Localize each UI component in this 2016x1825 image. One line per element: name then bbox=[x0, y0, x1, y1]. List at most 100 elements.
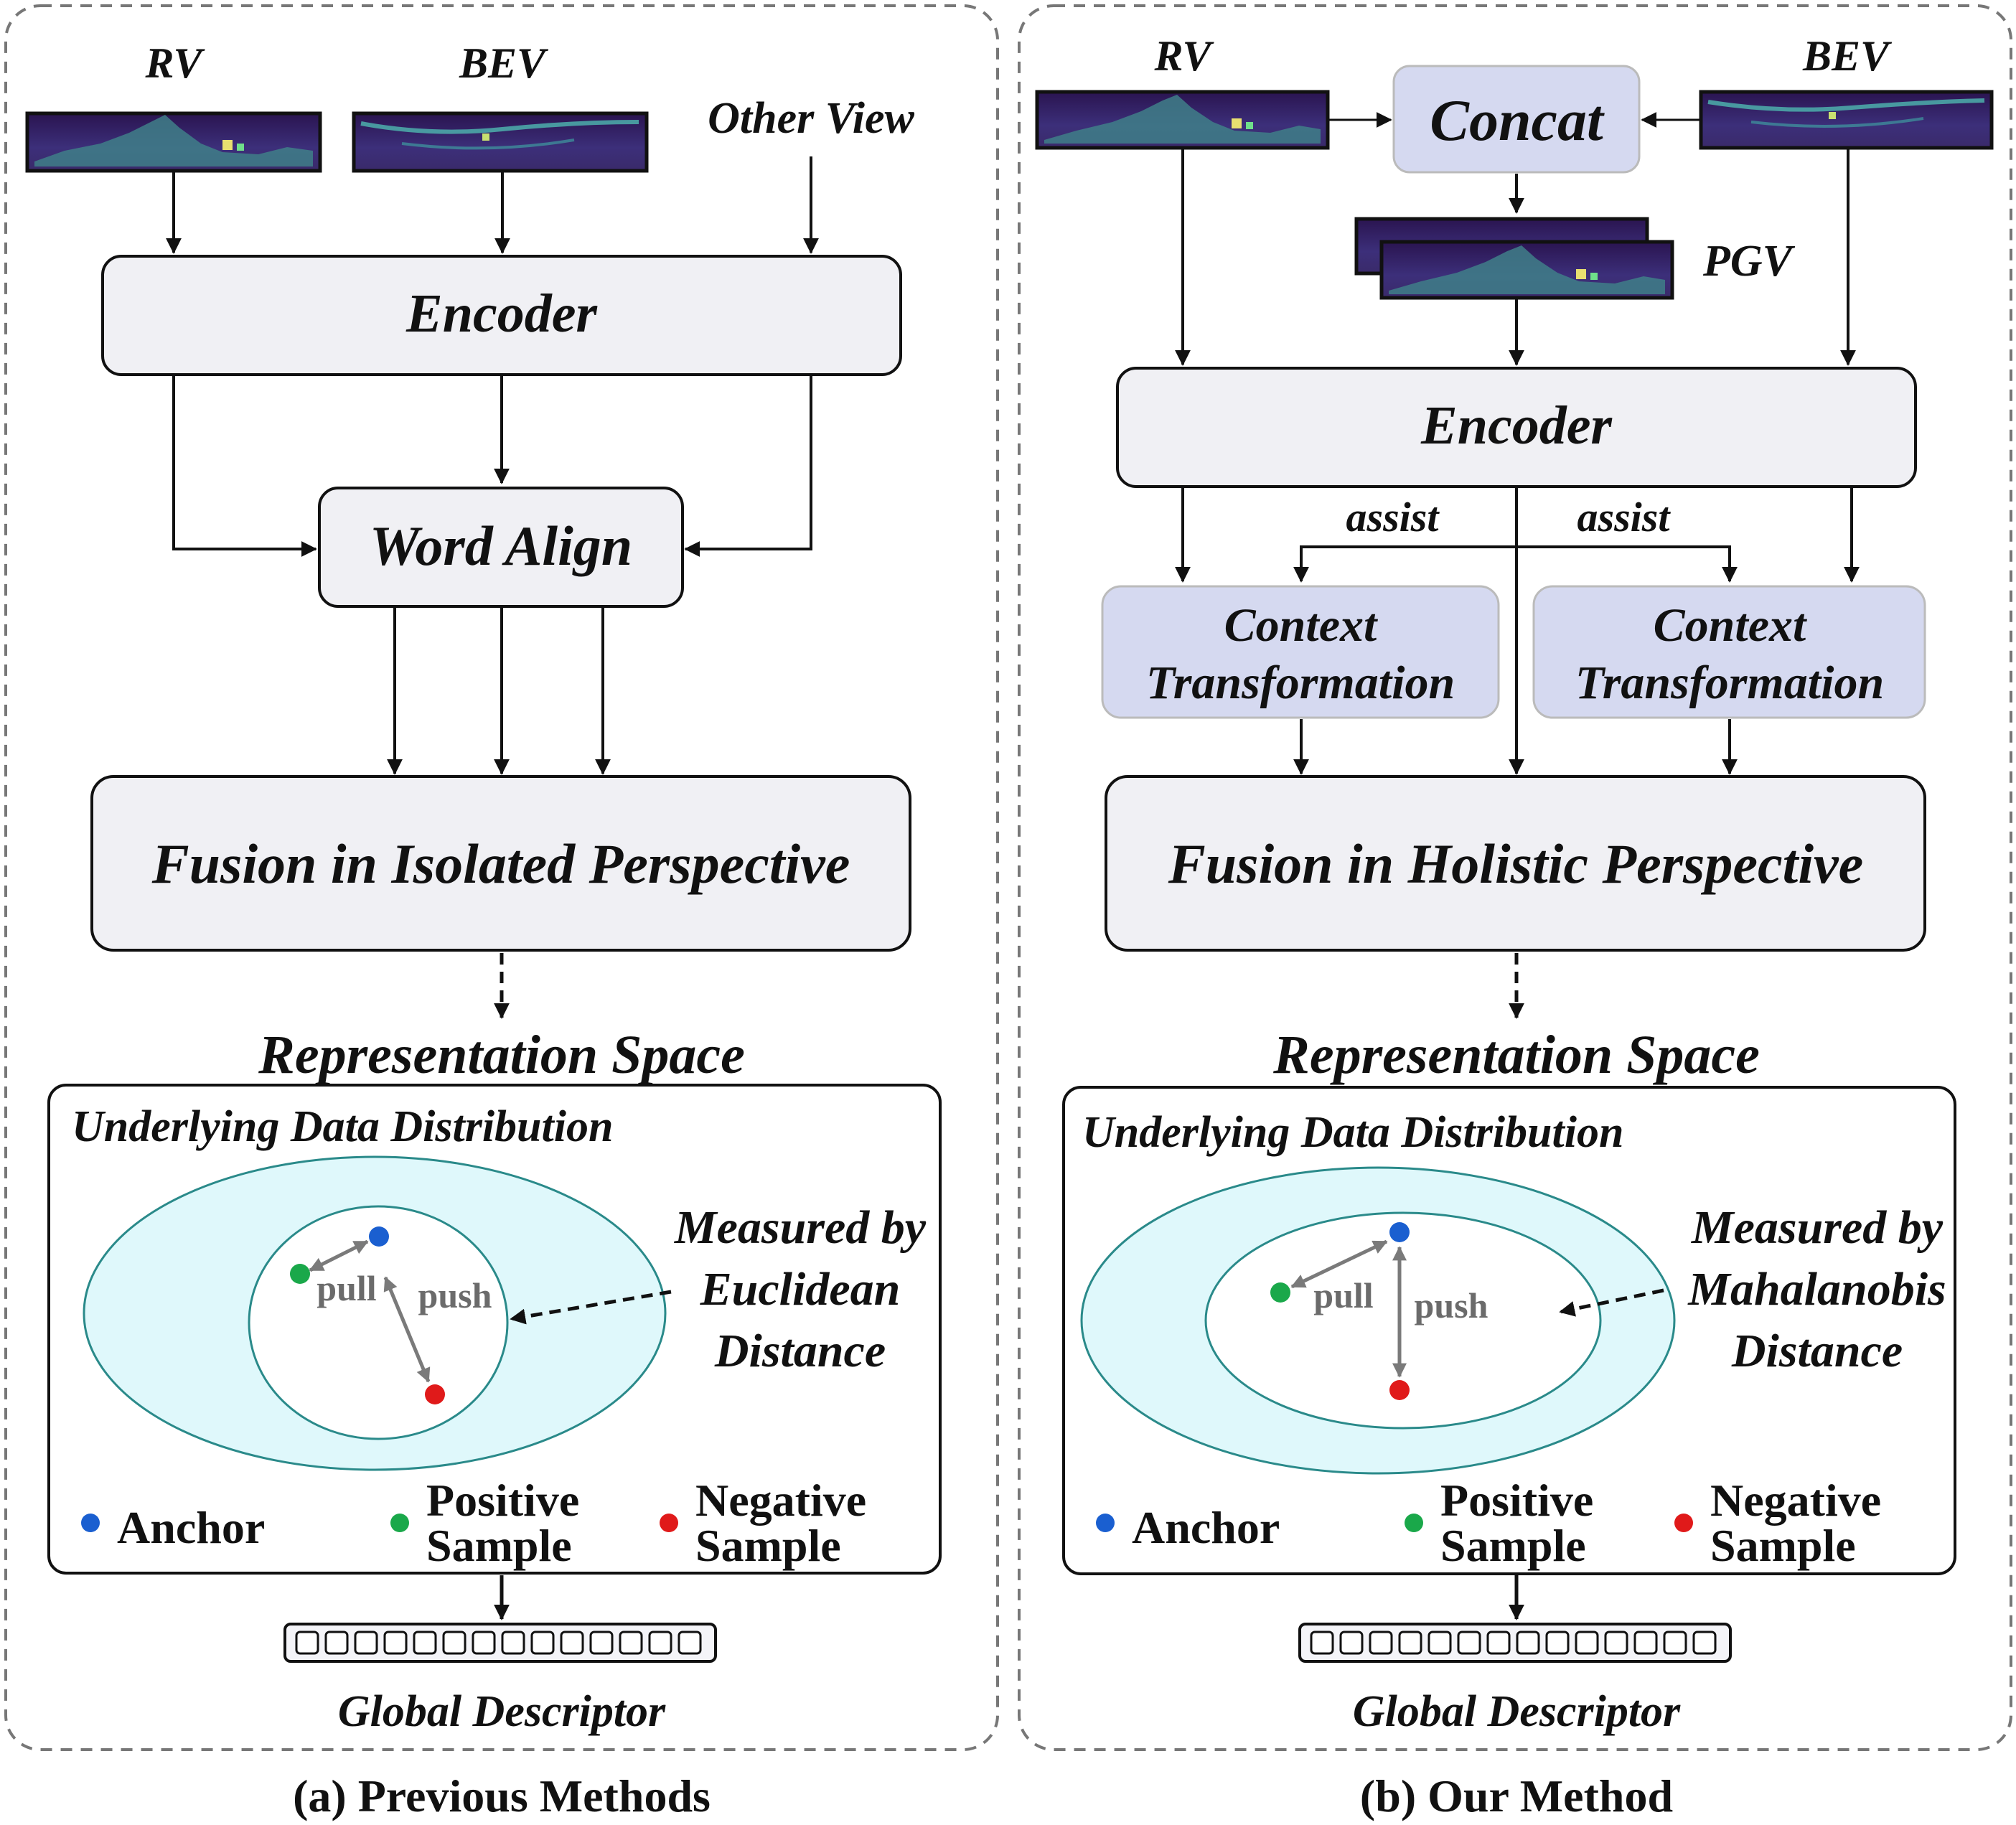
rv-label: RV bbox=[1154, 32, 1215, 80]
descriptor-cell bbox=[472, 1631, 496, 1655]
global-descriptor-vector bbox=[283, 1623, 717, 1663]
legend-positive-line-1: Positive bbox=[426, 1475, 579, 1526]
measured-line-1: Measured by bbox=[674, 1201, 927, 1254]
measured-line-3: Distance bbox=[1731, 1325, 1903, 1377]
legend-negative-line-1: Negative bbox=[695, 1475, 866, 1526]
concat-label: Concat bbox=[1430, 88, 1605, 153]
assist-label-left: assist bbox=[1346, 494, 1440, 540]
legend-positive-dot bbox=[1405, 1514, 1423, 1532]
descriptor-cell bbox=[678, 1631, 702, 1655]
rv-image bbox=[25, 111, 322, 173]
representation-space-box: Underlying Data Distribution pull push M… bbox=[1062, 1086, 1956, 1575]
legend-anchor-label: Anchor bbox=[1132, 1502, 1280, 1553]
negative-point bbox=[425, 1384, 445, 1404]
pull-label: pull bbox=[317, 1268, 377, 1308]
panel-our-method: RV BEV Concat PGV bbox=[1018, 4, 2012, 1821]
pgv-label: PGV bbox=[1702, 237, 1796, 286]
descriptor-cell bbox=[1486, 1631, 1511, 1655]
legend-negative-line-2: Sample bbox=[1710, 1520, 1856, 1571]
legend-negative-dot bbox=[1674, 1514, 1693, 1532]
descriptor-cell bbox=[1427, 1631, 1452, 1655]
bev-label: BEV bbox=[1802, 32, 1893, 80]
legend-positive-line-1: Positive bbox=[1440, 1475, 1593, 1526]
measured-line-2: Mahalanobis bbox=[1687, 1263, 1946, 1315]
fusion-isolated-box: Fusion in Isolated Perspective bbox=[90, 775, 911, 952]
descriptor-cell bbox=[1692, 1631, 1717, 1655]
negative-point bbox=[1389, 1380, 1410, 1400]
assist-label-right: assist bbox=[1577, 494, 1672, 540]
descriptor-cell bbox=[1516, 1631, 1540, 1655]
legend-anchor-dot bbox=[81, 1514, 100, 1532]
global-descriptor-label: Global Descriptor bbox=[338, 1687, 666, 1736]
positive-point bbox=[290, 1264, 310, 1284]
descriptor-cell bbox=[1663, 1631, 1687, 1655]
descriptor-cell bbox=[1369, 1631, 1393, 1655]
representation-space-box: Underlying Data Distribution pull push M… bbox=[47, 1084, 942, 1575]
measured-line-3: Distance bbox=[714, 1325, 886, 1377]
panel-previous-methods: RV BEV Other View Encoder bbox=[4, 4, 999, 1821]
context-line-1: Context bbox=[1224, 599, 1378, 652]
legend-anchor-label: Anchor bbox=[117, 1502, 265, 1553]
descriptor-cell bbox=[1339, 1631, 1364, 1655]
legend-positive-line-2: Sample bbox=[1440, 1520, 1586, 1571]
encoder-box: Encoder bbox=[1116, 367, 1917, 488]
descriptor-cell bbox=[1575, 1631, 1599, 1655]
context-line-1: Context bbox=[1654, 599, 1807, 652]
descriptor-cell bbox=[530, 1631, 555, 1655]
descriptor-cell bbox=[442, 1631, 467, 1655]
descriptor-cell bbox=[648, 1631, 672, 1655]
context-line-2: Transformation bbox=[1146, 657, 1455, 709]
concat-box: Concat bbox=[1392, 65, 1641, 174]
encoder-label: Encoder bbox=[1420, 395, 1613, 456]
descriptor-cell bbox=[354, 1631, 378, 1655]
legend-negative-dot bbox=[660, 1514, 678, 1532]
legend-positive-dot bbox=[390, 1514, 409, 1532]
pgv-image bbox=[1354, 217, 1674, 300]
legend-positive-line-2: Sample bbox=[426, 1520, 572, 1571]
legend-negative-line-2: Sample bbox=[695, 1520, 841, 1571]
descriptor-cell bbox=[1604, 1631, 1628, 1655]
context-transformation-left: Context Transformation bbox=[1101, 585, 1500, 719]
panel-caption: (a) Previous Methods bbox=[293, 1770, 711, 1821]
distribution-label: Underlying Data Distribution bbox=[1082, 1108, 1623, 1157]
context-transformation-right: Context Transformation bbox=[1532, 585, 1926, 719]
descriptor-cell bbox=[1457, 1631, 1481, 1655]
anchor-point bbox=[369, 1226, 389, 1247]
bev-image bbox=[1699, 90, 1994, 150]
descriptor-cell bbox=[413, 1631, 437, 1655]
fusion-label: Fusion in Isolated Perspective bbox=[151, 832, 850, 895]
legend-negative-line-1: Negative bbox=[1710, 1475, 1881, 1526]
push-label: push bbox=[1415, 1285, 1488, 1326]
word-align-box: Word Align bbox=[318, 487, 684, 608]
descriptor-cell bbox=[589, 1631, 614, 1655]
legend-anchor-dot bbox=[1096, 1514, 1115, 1532]
push-label: push bbox=[418, 1275, 492, 1315]
other-view-label: Other View bbox=[708, 94, 914, 143]
global-descriptor-vector bbox=[1298, 1623, 1732, 1663]
rv-label: RV bbox=[145, 39, 206, 87]
descriptor-cell bbox=[619, 1631, 643, 1655]
descriptor-cell bbox=[383, 1631, 408, 1655]
representation-space-title: Representation Space bbox=[1272, 1025, 1760, 1085]
panel-caption: (b) Our Method bbox=[1360, 1770, 1673, 1821]
descriptor-cell bbox=[324, 1631, 349, 1655]
panel-border bbox=[4, 4, 999, 1751]
encoder-label: Encoder bbox=[405, 283, 598, 344]
descriptor-cell bbox=[295, 1631, 319, 1655]
descriptor-cell bbox=[560, 1631, 584, 1655]
encoder-box: Encoder bbox=[101, 255, 902, 376]
fusion-holistic-box: Fusion in Holistic Perspective bbox=[1105, 775, 1926, 952]
fusion-label: Fusion in Holistic Perspective bbox=[1168, 832, 1864, 895]
rv-image bbox=[1035, 90, 1330, 150]
positive-point bbox=[1270, 1282, 1290, 1303]
representation-space-title: Representation Space bbox=[258, 1025, 745, 1085]
context-line-2: Transformation bbox=[1575, 657, 1884, 709]
bev-image bbox=[352, 111, 649, 173]
descriptor-cell bbox=[501, 1631, 525, 1655]
bev-label: BEV bbox=[459, 39, 549, 87]
panel-border bbox=[1018, 4, 2012, 1751]
descriptor-cell bbox=[1398, 1631, 1422, 1655]
descriptor-cell bbox=[1633, 1631, 1658, 1655]
pull-label: pull bbox=[1313, 1275, 1374, 1315]
